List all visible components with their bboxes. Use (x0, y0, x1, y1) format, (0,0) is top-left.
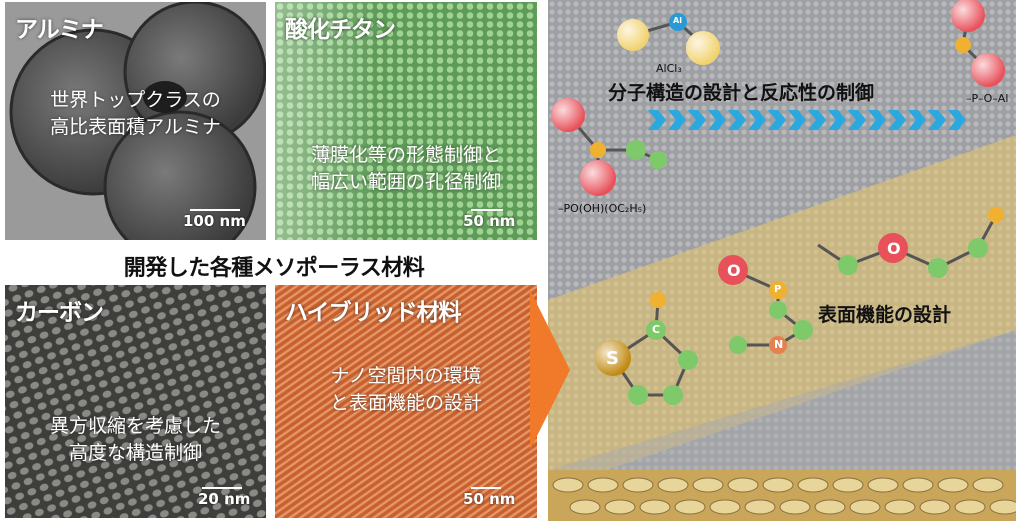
alumina-scale-bar (190, 209, 240, 211)
alumina-panel: アルミナ 世界トップクラスの 高比表面積アルミナ 100 nm (5, 2, 266, 240)
titania-panel: 酸化チタン 薄膜化等の形態制御と 幅広い範囲の孔径制御 50 nm (275, 2, 537, 240)
carbon-panel: カーボン 異方収縮を考慮した 高度な構造制御 20 nm (5, 285, 266, 518)
atom-aluminum-label: Al (673, 16, 682, 25)
hybrid-tem-image (275, 285, 537, 518)
formula-alcl3: AlCl₃ (656, 62, 682, 75)
heading-surface-design: 表面機能の設計 (818, 304, 952, 326)
alumina-caption: 世界トップクラスの 高比表面積アルミナ (50, 89, 221, 138)
alumina-tem-image (5, 2, 266, 240)
alumina-scale-label: 100 nm (183, 212, 246, 230)
atom-sulfur-label: S (606, 348, 619, 369)
atom-phosphorus-label: P (774, 284, 782, 295)
carbon-tem-image (5, 285, 266, 518)
titania-title: 酸化チタン (285, 17, 396, 43)
formula-phosphonate: –PO(OH)(OC₂H₅) (558, 202, 647, 215)
atom-oxygen-label: O (727, 261, 741, 280)
titania-tem-image (275, 2, 537, 240)
carbon-title: カーボン (15, 300, 104, 326)
center-label: 開発した各種メソポーラス材料 (123, 256, 425, 281)
alumina-title: アルミナ (15, 17, 104, 43)
hybrid-caption: ナノ空間内の環境 と表面機能の設計 (329, 365, 482, 414)
formula-p-o-al: –P–O–Al (966, 92, 1009, 105)
carbon-scale-bar (202, 487, 242, 489)
carbon-caption: 異方収縮を考慮した 高度な構造制御 (49, 415, 221, 464)
hybrid-title: ハイブリッド材料 (285, 300, 462, 326)
atoms (551, 0, 1005, 405)
hybrid-scale-bar (471, 487, 501, 489)
atom-oxygen-label-2: O (887, 239, 901, 258)
hybrid-panel: ハイブリッド材料 ナノ空間内の環境 と表面機能の設計 50 nm (275, 285, 537, 518)
atom-nitrogen-label: N (774, 338, 784, 351)
hybrid-scale-label: 50 nm (463, 490, 516, 508)
surface-design-diagram: 分子構造の設計と反応性の制御 表面機能の設計 AlCl₃ –PO(OH)(OC₂… (548, 0, 1016, 521)
titania-scale-label: 50 nm (463, 212, 516, 230)
carbon-scale-label: 20 nm (198, 490, 251, 508)
atom-carbon-label: C (652, 323, 661, 336)
heading-molecular-design: 分子構造の設計と反応性の制御 (608, 82, 875, 104)
diagram-graphics (548, 0, 1016, 521)
chevron-arrow (648, 110, 966, 130)
titania-scale-bar (471, 209, 503, 211)
orange-arrow (530, 290, 570, 450)
titania-caption: 薄膜化等の形態制御と 幅広い範囲の孔径制御 (310, 144, 501, 193)
